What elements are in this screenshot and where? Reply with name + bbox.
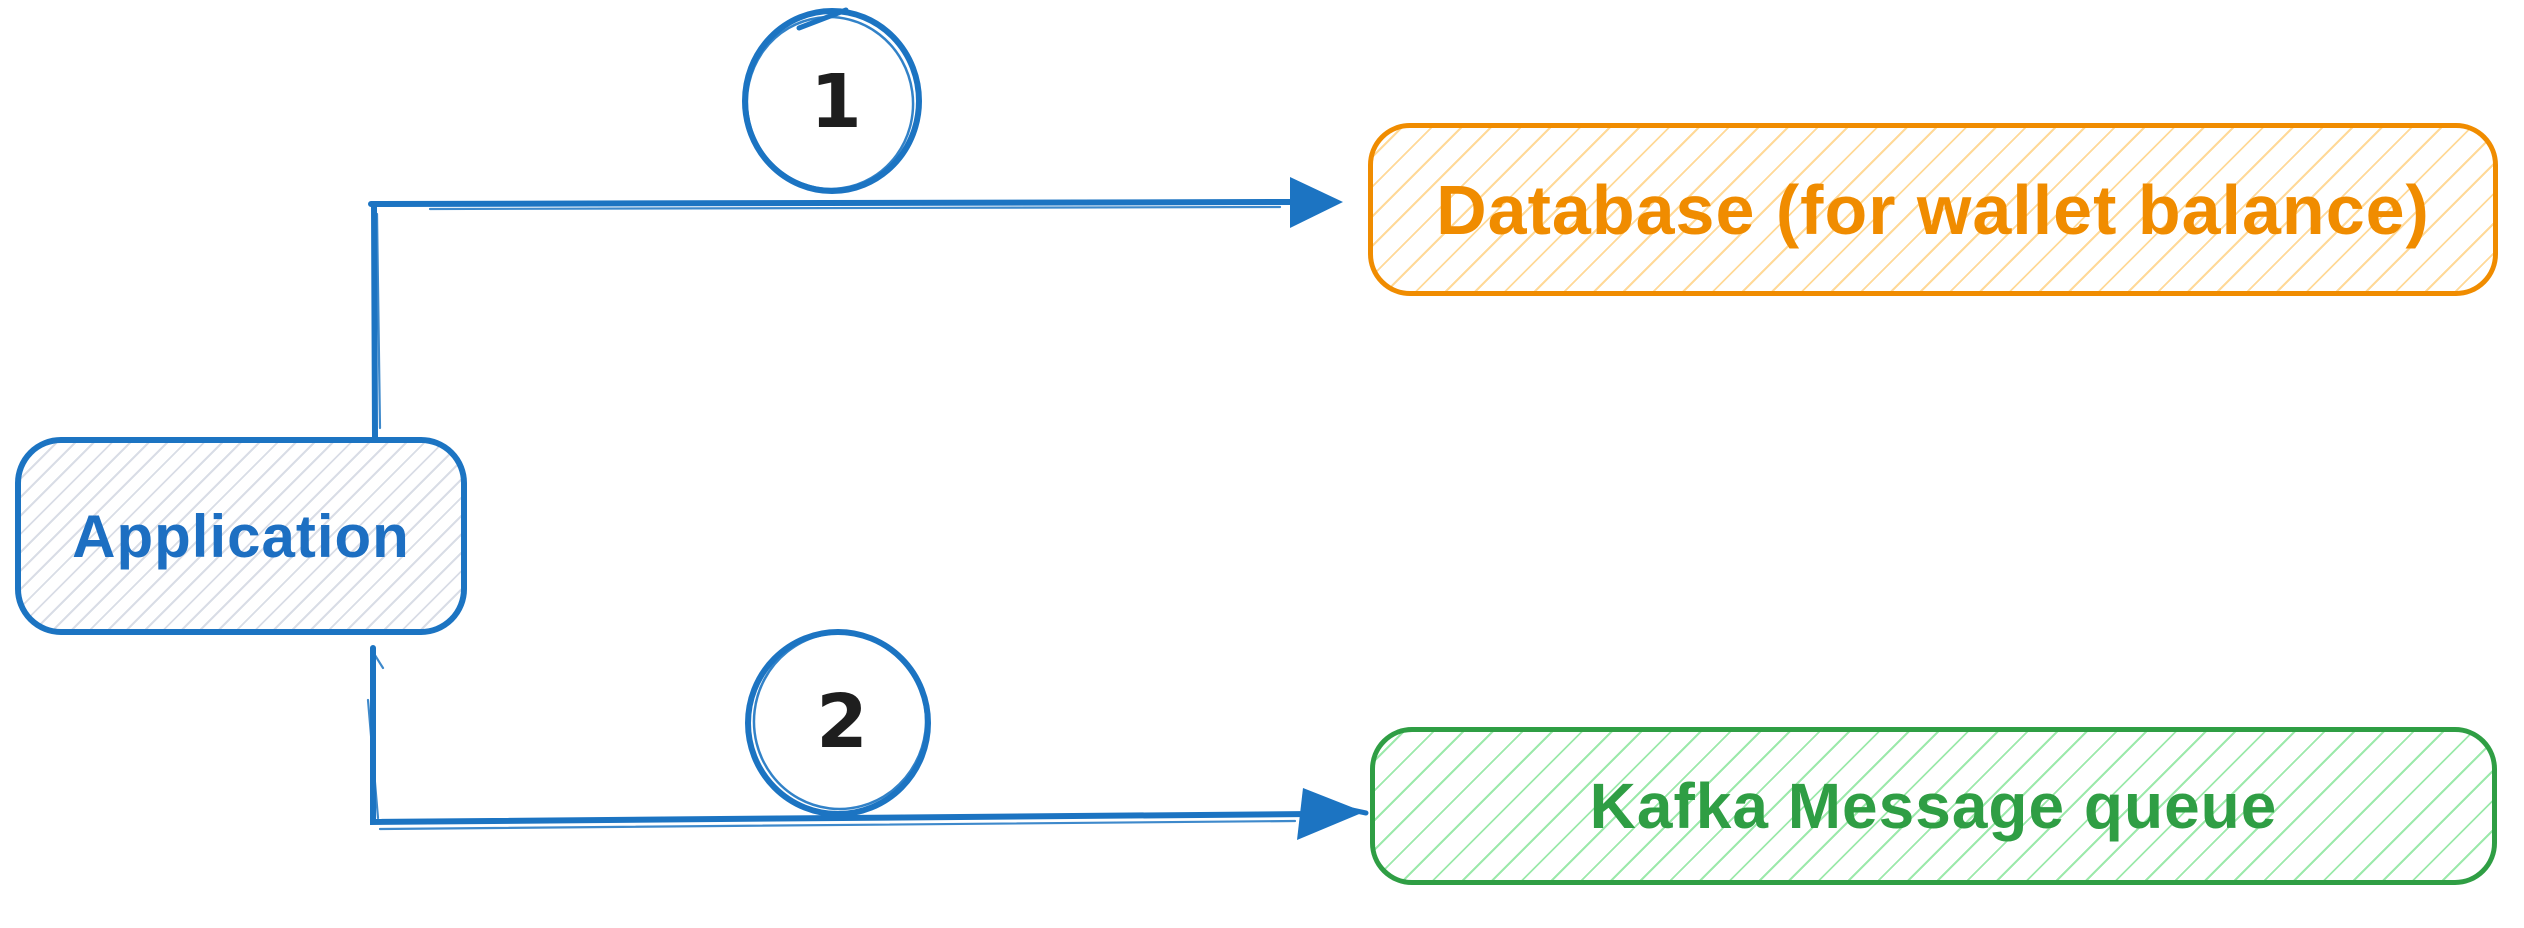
arrow-app-to-kafka-arrowhead-icon [1297,788,1364,840]
node-application: Application [15,437,467,635]
arrow-app-to-kafka-arrowhead-tail [1330,803,1369,816]
node-kafka: Kafka Message queue [1370,727,2497,885]
arrow-app-to-database-line [368,199,1299,440]
arrow-app-to-database [368,177,1343,440]
arrow-app-to-kafka-line [370,645,1315,826]
arrow-app-to-kafka-sketch-line [366,650,1297,831]
node-database: Database (for wallet balance) [1368,123,2498,296]
step-1-circle-overshoot [796,7,849,31]
node-application-label: Application [72,502,410,570]
step-2-circle-sketch-outline [752,631,928,811]
arrow-app-to-database-sketch-line [375,205,1282,430]
step-2-number: 2 [816,685,868,759]
arrow-app-to-database-arrowhead-icon [1290,177,1343,228]
arrow-app-to-kafka [366,645,1369,840]
step-1-number: 1 [810,65,862,139]
step-1-circle-outline [742,8,922,194]
step-1-number-label: 1 [810,59,862,145]
node-database-label: Database (for wallet balance) [1436,170,2430,249]
step-2-number-label: 2 [816,679,868,765]
step-2-circle [745,629,931,817]
step-1-circle [742,7,922,194]
step-1-circle-sketch-outline [745,15,915,191]
node-kafka-label: Kafka Message queue [1589,770,2278,842]
